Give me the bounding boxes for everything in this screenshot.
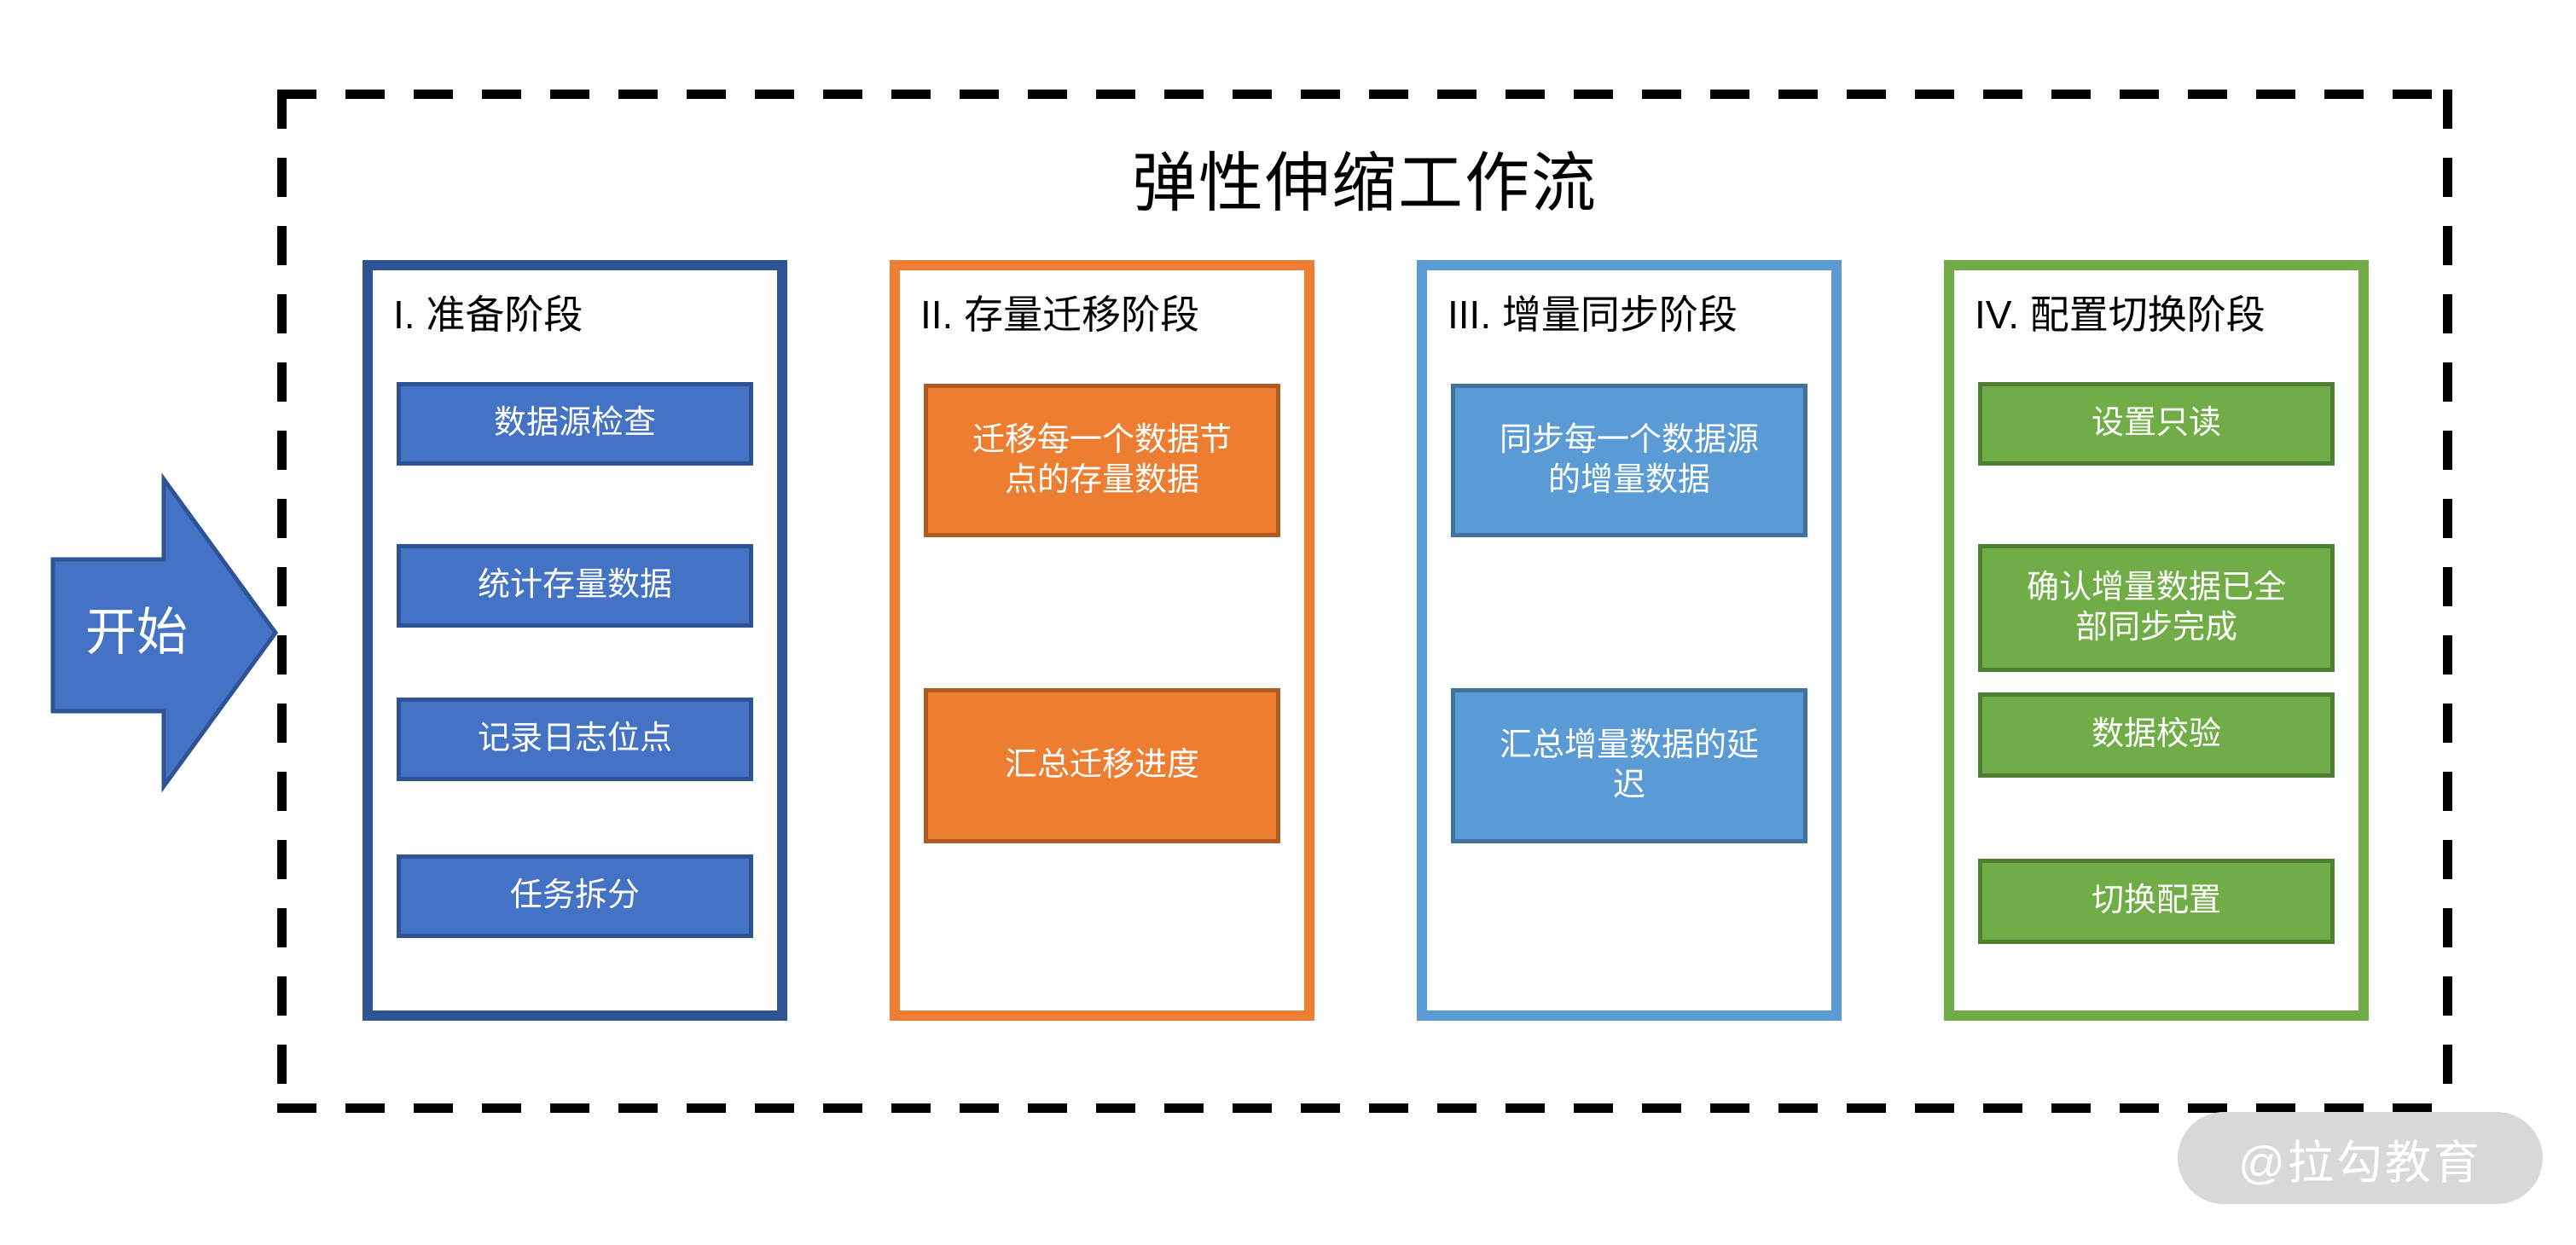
task-box: 统计存量数据 xyxy=(397,544,753,628)
task-box: 数据源检查 xyxy=(397,382,753,466)
phase-column-4: IV. 配置切换阶段 设置只读 确认增量数据已全部同步完成 数据校验 切换配置 xyxy=(1944,260,2369,1021)
phase-column-3: III. 增量同步阶段 同步每一个数据源的增量数据 汇总增量数据的延迟 xyxy=(1417,260,1842,1021)
task-box-label: 记录日志位点 xyxy=(477,721,672,757)
task-box: 迁移每一个数据节点的存量数据 xyxy=(924,384,1280,537)
task-box: 数据校验 xyxy=(1978,692,2335,778)
task-box: 记录日志位点 xyxy=(397,698,753,781)
task-box-label: 汇总增量数据的延迟 xyxy=(1499,727,1759,803)
phase-4-header: IV. 配置切换阶段 xyxy=(1975,292,2266,337)
task-box-label: 设置只读 xyxy=(2091,405,2221,442)
task-box: 设置只读 xyxy=(1978,382,2335,466)
watermark-text: @拉勾教育 xyxy=(2238,1137,2482,1189)
task-box-label: 数据源检查 xyxy=(493,405,656,442)
workflow-title: 弹性伸缩工作流 xyxy=(1132,148,1598,220)
task-box-label: 汇总迁移进度 xyxy=(1004,747,1199,784)
task-box: 切换配置 xyxy=(1978,859,2335,944)
start-arrow xyxy=(47,472,286,797)
task-box-label: 任务拆分 xyxy=(509,877,640,914)
task-box-label: 数据校验 xyxy=(2091,716,2221,753)
task-box: 任务拆分 xyxy=(397,854,753,938)
watermark-badge: @拉勾教育 xyxy=(2178,1112,2543,1204)
phase-column-1: I. 准备阶段 数据源检查 统计存量数据 记录日志位点 任务拆分 xyxy=(363,260,787,1021)
task-box-label: 同步每一个数据源的增量数据 xyxy=(1499,421,1759,498)
start-arrow-label: 开始 xyxy=(85,604,188,661)
phase-1-header: I. 准备阶段 xyxy=(393,292,583,337)
task-box-label: 切换配置 xyxy=(2091,883,2221,919)
phase-column-2: II. 存量迁移阶段 迁移每一个数据节点的存量数据 汇总迁移进度 xyxy=(890,260,1314,1021)
task-box-label: 确认增量数据已全部同步完成 xyxy=(2026,569,2286,646)
task-box: 汇总增量数据的延迟 xyxy=(1451,688,1807,843)
task-box: 确认增量数据已全部同步完成 xyxy=(1978,544,2335,672)
task-box-label: 统计存量数据 xyxy=(477,567,672,604)
start-arrow-shape xyxy=(50,472,279,793)
task-box-label: 迁移每一个数据节点的存量数据 xyxy=(972,421,1232,498)
phase-3-header: III. 增量同步阶段 xyxy=(1448,292,1738,337)
task-box: 同步每一个数据源的增量数据 xyxy=(1451,384,1807,537)
phase-2-header: II. 存量迁移阶段 xyxy=(920,292,1200,337)
task-box: 汇总迁移进度 xyxy=(924,688,1280,843)
